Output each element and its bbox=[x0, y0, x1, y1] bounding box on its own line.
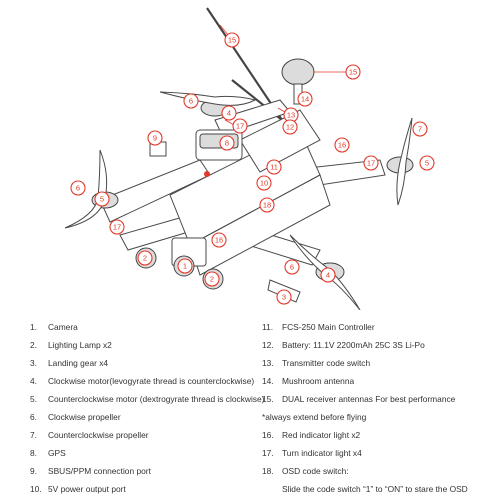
callout-16b: 16 bbox=[211, 232, 227, 248]
legend-item: 1.Camera bbox=[30, 322, 78, 332]
callout-17c: 17 bbox=[109, 219, 125, 235]
legend-right-column: 11.FCS-250 Main Controller 12.Battery: 1… bbox=[262, 318, 500, 498]
callout-6a: 6 bbox=[183, 93, 199, 109]
legend-item: 14.Mushroom antenna bbox=[262, 376, 355, 386]
callout-2a: 2 bbox=[137, 250, 153, 266]
callout-6c: 6 bbox=[284, 259, 300, 275]
svg-text:14: 14 bbox=[301, 95, 309, 104]
callout-10: 10 bbox=[256, 175, 272, 191]
svg-text:11: 11 bbox=[270, 163, 278, 172]
callout-6b: 6 bbox=[70, 180, 86, 196]
callout-4a: 4 bbox=[221, 105, 237, 121]
svg-text:13: 13 bbox=[287, 111, 295, 120]
callout-15b: 15 bbox=[345, 64, 361, 80]
legend-item: 4.Clockwise motor(levogyrate thread is c… bbox=[30, 376, 255, 386]
callout-7a: 7 bbox=[412, 121, 428, 137]
legend-left-column: 1.Camera 2.Lighting Lamp x2 3.Landing ge… bbox=[30, 318, 265, 498]
legend-item: 7.Counterclockwise propeller bbox=[30, 430, 149, 440]
svg-text:2: 2 bbox=[210, 275, 214, 284]
svg-text:16: 16 bbox=[215, 236, 223, 245]
callout-16a: 16 bbox=[334, 137, 350, 153]
svg-text:7: 7 bbox=[418, 125, 422, 134]
legend-item: 10.5V power output port bbox=[30, 484, 126, 494]
legend-item: 8.GPS bbox=[30, 448, 66, 458]
svg-text:6: 6 bbox=[76, 184, 80, 193]
callout-12: 12 bbox=[282, 119, 298, 135]
legend-item: 2.Lighting Lamp x2 bbox=[30, 340, 112, 350]
legend-item: 12.Battery: 11.1V 2200mAh 25C 3S Li-Po bbox=[262, 340, 425, 350]
legend-item: 3.Landing gear x4 bbox=[30, 358, 109, 368]
red-indicator-dot bbox=[204, 171, 210, 177]
callout-17b: 17 bbox=[363, 155, 379, 171]
svg-text:8: 8 bbox=[225, 139, 229, 148]
legend-item: 5.Counterclockwise motor (dextrogyrate t… bbox=[30, 394, 265, 404]
svg-text:17: 17 bbox=[236, 122, 244, 131]
callout-3: 3 bbox=[276, 289, 292, 305]
parts-legend: 1.Camera 2.Lighting Lamp x2 3.Landing ge… bbox=[0, 318, 500, 500]
gps-module bbox=[195, 129, 243, 161]
svg-text:1: 1 bbox=[183, 262, 187, 271]
callout-9: 9 bbox=[147, 130, 163, 146]
callout-5a: 5 bbox=[419, 155, 435, 171]
callout-17a: 17 bbox=[232, 118, 248, 134]
svg-text:4: 4 bbox=[326, 271, 330, 280]
callout-15: 15 bbox=[224, 32, 240, 48]
callout-11: 11 bbox=[266, 159, 282, 175]
svg-text:12: 12 bbox=[286, 123, 294, 132]
legend-item: 9.SBUS/PPM connection port bbox=[30, 466, 151, 476]
receiver-antenna bbox=[206, 7, 283, 121]
svg-text:18: 18 bbox=[263, 201, 271, 210]
svg-text:6: 6 bbox=[290, 263, 294, 272]
legend-item: 13.Transmitter code switch bbox=[262, 358, 371, 368]
svg-text:17: 17 bbox=[113, 223, 121, 232]
callout-2b: 2 bbox=[204, 271, 220, 287]
svg-text:5: 5 bbox=[425, 159, 429, 168]
callout-1: 1 bbox=[177, 258, 193, 274]
legend-item: 17.Turn indicator light x4 bbox=[262, 448, 362, 458]
svg-text:2: 2 bbox=[143, 254, 147, 263]
svg-text:9: 9 bbox=[153, 134, 157, 143]
svg-text:3: 3 bbox=[282, 293, 286, 302]
legend-note: *always extend before flying bbox=[262, 412, 367, 422]
drone-exploded-diagram: 15 15 6 4 13 14 12 17 9 8 7 16 17 5 11 1… bbox=[64, 7, 435, 310]
legend-item: 11.FCS-250 Main Controller bbox=[262, 322, 375, 332]
drone-body bbox=[169, 109, 331, 276]
svg-text:16: 16 bbox=[338, 141, 346, 150]
callout-14: 14 bbox=[297, 91, 313, 107]
svg-text:10: 10 bbox=[260, 179, 268, 188]
legend-item: 16.Red indicator light x2 bbox=[262, 430, 361, 440]
legend-item: 15.DUAL receiver antennas For best perfo… bbox=[262, 394, 456, 404]
svg-text:6: 6 bbox=[189, 97, 193, 106]
legend-note: Slide the code switch “1” to “ON” to sta… bbox=[282, 484, 468, 494]
svg-text:4: 4 bbox=[227, 109, 231, 118]
callout-18: 18 bbox=[259, 197, 275, 213]
svg-text:15: 15 bbox=[349, 68, 357, 77]
svg-text:17: 17 bbox=[367, 159, 375, 168]
legend-item: 18.OSD code switch: bbox=[262, 466, 349, 476]
callout-5b: 5 bbox=[94, 191, 110, 207]
callout-4b: 4 bbox=[320, 267, 336, 283]
legend-item: 6.Clockwise propeller bbox=[30, 412, 121, 422]
callout-8: 8 bbox=[219, 135, 235, 151]
svg-text:5: 5 bbox=[100, 195, 104, 204]
svg-text:15: 15 bbox=[228, 36, 236, 45]
